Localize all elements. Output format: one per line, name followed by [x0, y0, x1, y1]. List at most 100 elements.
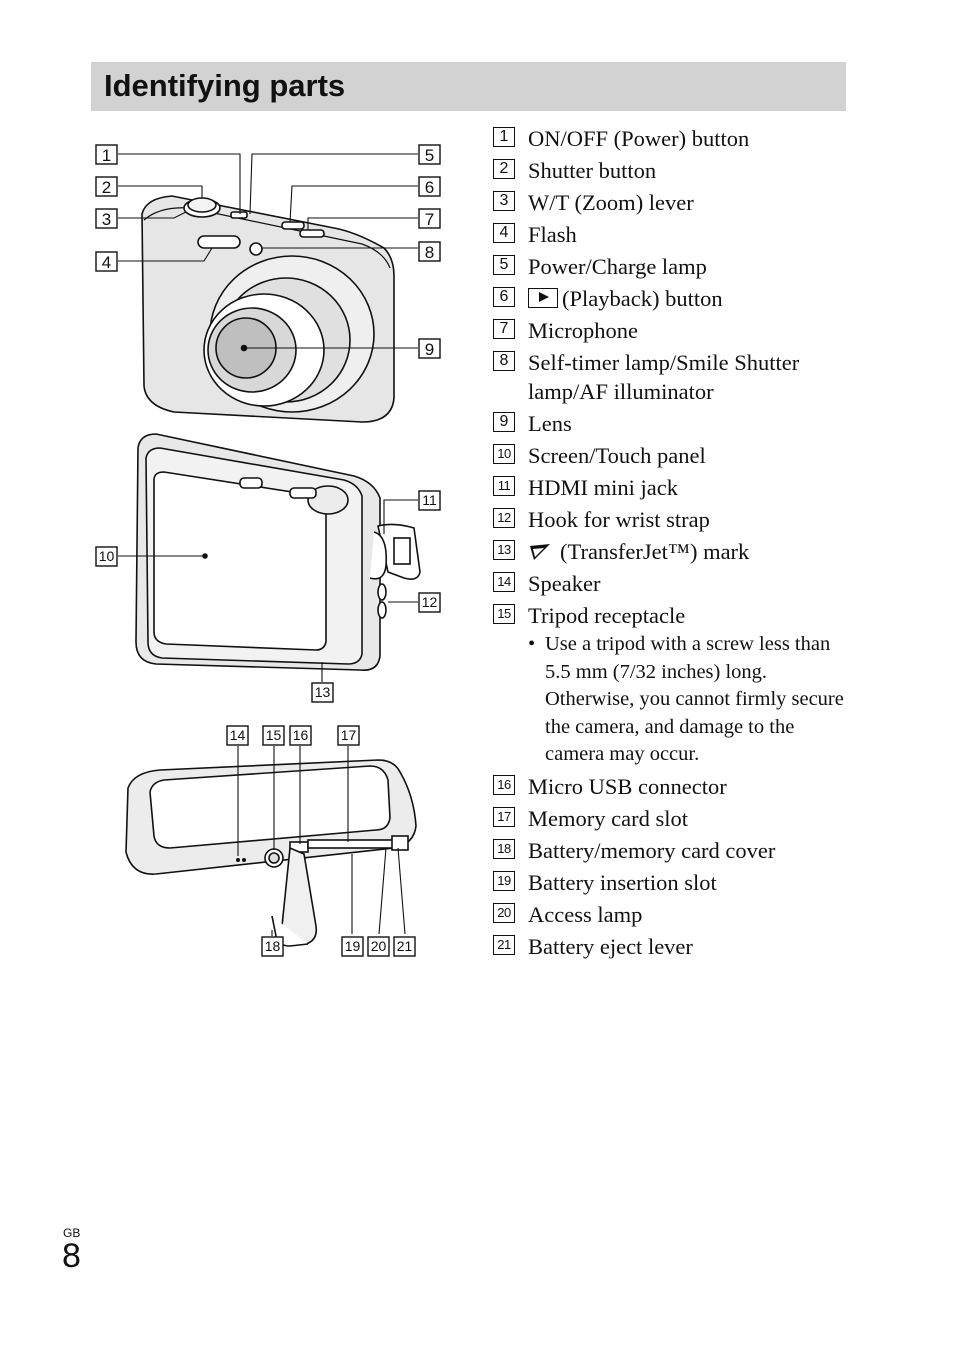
svg-text:18: 18: [265, 938, 281, 954]
part-label: Battery/memory card cover: [528, 837, 776, 863]
callout-3: 3: [95, 208, 118, 229]
part-label: W/T (Zoom) lever: [528, 190, 694, 215]
svg-text:4: 4: [102, 253, 111, 272]
part-number: 7: [493, 319, 515, 339]
list-item: 10 Screen/Touch panel: [493, 441, 853, 470]
part-number: 8: [493, 351, 515, 371]
list-item: 13 (TransferJet™) mark: [493, 537, 853, 566]
part-number: 2: [493, 159, 515, 179]
list-item: 4 Flash: [493, 220, 853, 249]
part-number: 21: [493, 934, 515, 955]
list-item: 7 Microphone: [493, 316, 853, 345]
camera-illustration: 1 2 3 4 5 6 7 8 9 10 11 12 13 14 15 16 1…: [95, 144, 441, 957]
svg-text:2: 2: [102, 178, 111, 197]
callout-11: 11: [418, 490, 441, 511]
part-number: 14: [493, 572, 515, 592]
part-label: ON/OFF (Power) button: [528, 126, 750, 151]
part-number: 9: [493, 412, 515, 432]
part-label: Battery insertion slot: [528, 869, 717, 895]
transferjet-icon: [530, 544, 550, 560]
list-item: 18 Battery/memory card cover: [493, 836, 853, 865]
callout-18: 18: [261, 936, 284, 957]
part-label: Shutter button: [528, 158, 657, 183]
part-label: HDMI mini jack: [528, 475, 678, 500]
part-label: (TransferJet™) mark: [560, 539, 750, 564]
part-number: 1: [493, 127, 515, 147]
svg-text:7: 7: [425, 210, 434, 229]
list-item: 11 HDMI mini jack: [493, 473, 853, 502]
part-number: 15: [493, 604, 515, 624]
list-item: 9 Lens: [493, 409, 853, 438]
svg-text:5: 5: [425, 146, 434, 165]
callout-6: 6: [418, 176, 441, 197]
part-number: 4: [493, 223, 515, 243]
callout-17: 17: [337, 725, 360, 746]
svg-text:20: 20: [371, 938, 387, 954]
playback-icon: [528, 288, 558, 308]
list-item: 5 Power/Charge lamp: [493, 252, 853, 281]
callout-5: 5: [418, 144, 441, 165]
tripod-note: • Use a tripod with a screw less than 5.5…: [528, 631, 853, 769]
list-item: 16 Micro USB connector: [493, 772, 853, 801]
callout-2: 2: [95, 176, 118, 197]
bullet: •: [528, 633, 536, 655]
part-number: 17: [493, 806, 515, 827]
part-label: Micro USB connector: [528, 773, 727, 799]
svg-text:1: 1: [102, 146, 111, 165]
svg-text:3: 3: [102, 210, 111, 229]
part-label: Flash: [528, 222, 577, 247]
part-label: Screen/Touch panel: [528, 443, 706, 468]
callout-14: 14: [226, 725, 249, 746]
part-number: 13: [493, 540, 515, 560]
svg-text:6: 6: [425, 178, 434, 197]
page-title: Identifying parts: [104, 68, 346, 103]
part-number: 12: [493, 508, 515, 528]
part-number: 10: [493, 444, 515, 464]
page-number: 8: [62, 1237, 81, 1275]
svg-text:11: 11: [422, 492, 437, 508]
callout-16: 16: [289, 725, 312, 746]
part-number: 3: [493, 191, 515, 211]
list-item: 14 Speaker: [493, 569, 853, 598]
part-number: 5: [493, 255, 515, 275]
part-number: 18: [493, 838, 515, 859]
part-label: (Playback) button: [562, 286, 723, 311]
part-label: Self-timer lamp/Smile Shutter lamp/AF il…: [528, 350, 800, 404]
part-label: Access lamp: [528, 901, 643, 927]
part-number: 11: [493, 476, 515, 496]
svg-text:19: 19: [345, 938, 361, 954]
section-header: Identifying parts: [91, 62, 846, 111]
part-label: Microphone: [528, 318, 638, 343]
list-item: 19 Battery insertion slot: [493, 868, 853, 897]
svg-text:16: 16: [293, 727, 309, 743]
svg-text:10: 10: [99, 548, 115, 564]
part-number: 16: [493, 774, 515, 795]
svg-text:17: 17: [341, 727, 357, 743]
list-item: 17 Memory card slot: [493, 804, 853, 833]
part-label: Memory card slot: [528, 805, 688, 831]
callout-13: 13: [311, 682, 334, 703]
svg-text:14: 14: [230, 727, 246, 743]
callout-10: 10: [95, 546, 118, 567]
callout-20: 20: [367, 936, 390, 957]
tripod-note-text: Use a tripod with a screw less than 5.5 …: [545, 633, 844, 765]
part-number: 19: [493, 870, 515, 891]
callout-4: 4: [95, 251, 118, 272]
region-code: GB: [63, 1226, 81, 1240]
callout-12: 12: [418, 592, 441, 613]
part-label: Speaker: [528, 571, 601, 596]
callout-8: 8: [418, 241, 441, 262]
part-label: Power/Charge lamp: [528, 254, 707, 279]
svg-text:12: 12: [422, 594, 438, 610]
part-label: Lens: [528, 411, 572, 436]
callout-21: 21: [393, 936, 416, 957]
svg-text:21: 21: [397, 938, 413, 954]
callout-15: 15: [262, 725, 285, 746]
list-item: 2 Shutter button: [493, 156, 853, 185]
list-item: 8 Self-timer lamp/Smile Shutter lamp/AF i…: [493, 348, 853, 406]
svg-text:8: 8: [425, 243, 434, 262]
